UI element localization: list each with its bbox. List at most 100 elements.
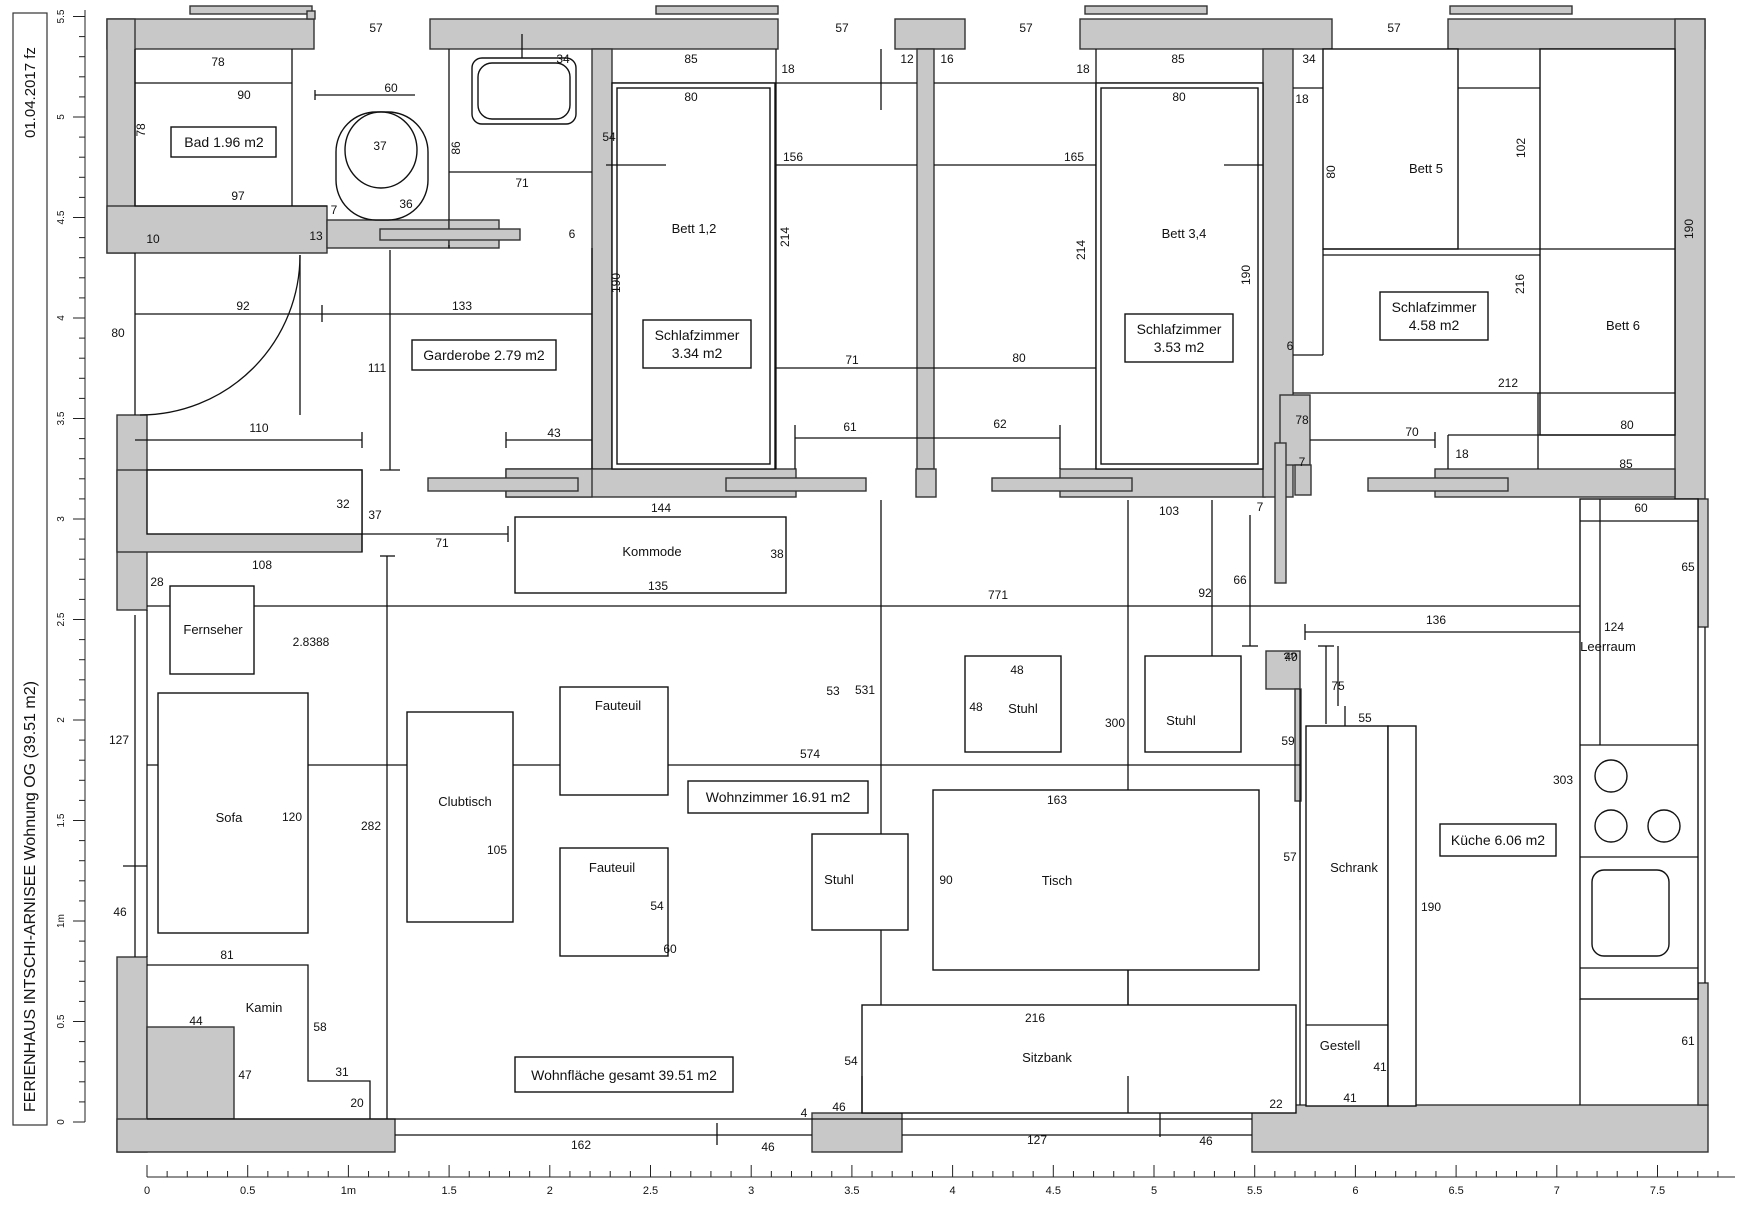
dimension-label: 282: [361, 819, 381, 833]
dimension-label: 54: [844, 1054, 858, 1068]
dimension-label: 7: [1299, 455, 1306, 469]
label-schlaf2-area: 3.53 m2: [1154, 339, 1205, 355]
dimension-label: ??: [1283, 650, 1297, 664]
dimension-label: 80: [1620, 418, 1634, 432]
dimension-label: 190: [609, 273, 623, 293]
dimension-label: 120: [282, 810, 302, 824]
scale-label: 4: [950, 1185, 956, 1197]
dimension-label: 111: [368, 361, 387, 375]
dimension-label: 78: [211, 55, 225, 69]
side-title: FERIENHAUS INTSCHI-ARNISEE Wohnung OG (3…: [22, 681, 39, 1112]
fauteuil-bottom: [559, 847, 669, 957]
label-garderobe: Garderobe 2.79 m2: [423, 347, 545, 363]
dimension-label: 90: [939, 873, 953, 887]
scale-label: 2: [56, 717, 67, 723]
svg-text:Clubtisch: Clubtisch: [438, 794, 491, 809]
dimension-label: 47: [238, 1068, 252, 1082]
dimension-label: 4: [801, 1106, 808, 1120]
dimension-label: 6: [1287, 339, 1294, 353]
date-label: 01.04.2017 fz: [22, 47, 39, 138]
tisch: [932, 789, 1260, 971]
dimension-label: 55: [1358, 711, 1372, 725]
dimension-label: 59: [1281, 734, 1295, 748]
dimension-label: 110: [249, 421, 268, 435]
dimension-label: 57: [1019, 21, 1033, 35]
dimension-label: 57: [369, 21, 383, 35]
dimension-label: 61: [843, 420, 857, 434]
clubtisch: [406, 711, 514, 923]
dimension-label: 37: [373, 139, 387, 153]
scale-label: 3: [56, 516, 67, 522]
scale-label: 3.5: [844, 1185, 859, 1197]
dimension-label: 18: [1295, 92, 1309, 106]
dimension-label: 32: [336, 497, 350, 511]
dimension-label: 190: [1239, 265, 1253, 285]
dimension-label: 136: [1426, 613, 1446, 627]
scale-label: 0.5: [240, 1185, 255, 1197]
dimension-label: 60: [663, 942, 677, 956]
dimension-label: 57: [1283, 850, 1297, 864]
label-schlaf3-name: Schlafzimmer: [1392, 299, 1477, 315]
dimension-label: 66: [1233, 573, 1247, 587]
kommode: [514, 516, 787, 594]
dimension-label: 162: [571, 1138, 591, 1152]
dimension-label: 81: [220, 948, 234, 962]
dimension-label: 36: [399, 197, 413, 211]
scale-label: 0.5: [56, 1014, 67, 1028]
interior-lines: [123, 34, 1706, 1145]
dimension-label: 214: [1074, 240, 1088, 260]
dimension-label: 216: [1025, 1011, 1045, 1025]
dimension-label: 85: [1619, 457, 1633, 471]
dimension-label: 46: [113, 905, 127, 919]
dimension-label: 37: [368, 508, 382, 522]
fauteuil-top: [559, 686, 669, 796]
scale-label: 1.5: [441, 1185, 456, 1197]
scale-label: 3.5: [56, 411, 67, 425]
svg-text:Stuhl: Stuhl: [824, 872, 854, 887]
stuhl-3: [811, 833, 909, 931]
walls: [106, 5, 1709, 1153]
scale-label: 5.5: [1247, 1185, 1262, 1197]
dimension-label: 80: [111, 326, 125, 340]
dimension-label: 7: [331, 203, 338, 217]
scale-label: 2.5: [643, 1185, 658, 1197]
dimension-label: 40: [1284, 650, 1298, 664]
svg-text:Fernseher: Fernseher: [183, 622, 243, 637]
dimension-label: 12: [900, 52, 914, 66]
label-schlaf1-area: 3.34 m2: [672, 345, 723, 361]
scale-label: 3: [748, 1185, 754, 1197]
dimension-label: 18: [1076, 62, 1090, 76]
stuhl-2: [1144, 655, 1242, 753]
dimension-label: 80: [1012, 351, 1026, 365]
svg-text:Fauteuil: Fauteuil: [589, 860, 635, 875]
dimension-label: 127: [1027, 1133, 1047, 1147]
dimension-label: 58: [313, 1020, 327, 1034]
scale-label: 1m: [56, 914, 67, 928]
dimension-label: 85: [684, 52, 698, 66]
dimension-label: 71: [845, 353, 859, 367]
svg-text:Gestell: Gestell: [1320, 1038, 1361, 1053]
dimension-label: 163: [1047, 793, 1067, 807]
svg-text:Tisch: Tisch: [1042, 873, 1073, 888]
dimension-label: 127: [109, 733, 129, 747]
dimension-label: 22: [1269, 1097, 1283, 1111]
label-bad: Bad 1.96 m2: [184, 134, 264, 150]
svg-text:Leerraum: Leerraum: [1580, 639, 1636, 654]
room-labels: Bad 1.96 m2 Garderobe 2.79 m2 Schlafzimm…: [170, 126, 1557, 1093]
dimension-label: 80: [1172, 90, 1186, 104]
dimension-label: 574: [800, 747, 820, 761]
scale-label: 0: [56, 1119, 67, 1125]
scale-label: 4: [56, 315, 67, 321]
dimension-label: 18: [781, 62, 795, 76]
dimension-label: 43: [547, 426, 561, 440]
dimension-label: 34: [556, 52, 570, 66]
svg-text:Kamin: Kamin: [246, 1000, 283, 1015]
dimension-label: 102: [1514, 138, 1528, 158]
dimension-label: 70: [1405, 425, 1419, 439]
dimension-label: 85: [1171, 52, 1185, 66]
scale-label: 6.5: [1448, 1185, 1463, 1197]
dimension-label: 78: [134, 123, 148, 137]
dimension-label: 108: [252, 558, 272, 572]
fernseher: [169, 585, 255, 675]
